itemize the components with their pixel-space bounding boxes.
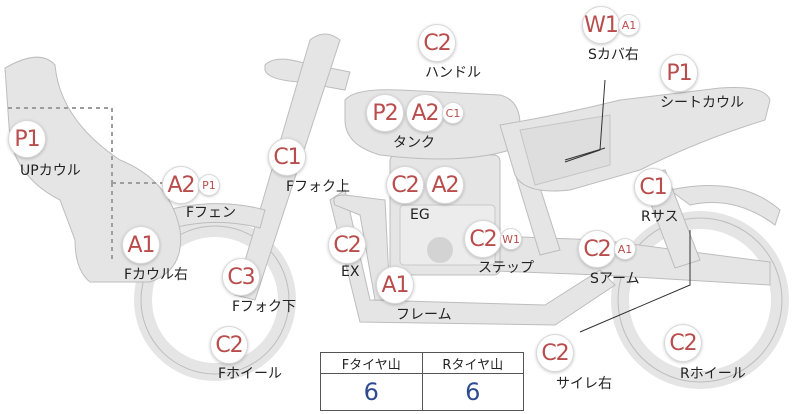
- f-fork-lower-grade: C3: [222, 258, 260, 296]
- tire-tread-table: Fタイヤ山 Rタイヤ山 6 6: [320, 352, 524, 411]
- up-cowl-grade: P1: [8, 120, 46, 158]
- front-wheel-shape: [134, 219, 296, 381]
- up-cowl-label: UPカウル: [20, 163, 81, 179]
- ex-grade: C2: [328, 226, 366, 264]
- step-grade: C2 W1: [464, 220, 522, 258]
- tank-label: タンク: [393, 135, 435, 151]
- handle-label: ハンドル: [425, 65, 481, 81]
- handle-grade: C2: [418, 24, 456, 62]
- frame-grade: A1: [376, 266, 414, 304]
- tank-grade: P2 A2 C1: [366, 94, 464, 132]
- r-wheel-label: Rホイール: [680, 366, 746, 382]
- r-wheel-grade: C2: [664, 324, 702, 362]
- s-arm-label: Sアーム: [590, 271, 640, 287]
- front-cowl-shape: [4, 56, 182, 283]
- silencer-right-label: サイレ右: [556, 376, 612, 392]
- f-fork-upper-label: Fフォク上: [286, 179, 351, 195]
- f-wheel-grade: C2: [210, 326, 248, 364]
- f-cowl-right-grade: A1: [122, 226, 160, 264]
- frame-label: フレーム: [396, 307, 452, 323]
- front-tire-header: Fタイヤ山: [320, 352, 423, 374]
- rear-wheel-shape: [611, 211, 789, 389]
- eg-label: EG: [410, 207, 430, 223]
- ex-label: EX: [341, 264, 360, 280]
- r-sus-grade: C1: [634, 168, 672, 206]
- f-fender-label: Fフェン: [186, 205, 237, 221]
- rear-tire-value: 6: [421, 373, 524, 411]
- r-sus-label: Rサス: [641, 209, 679, 225]
- f-wheel-label: Fホイール: [218, 366, 283, 382]
- f-cowl-right-label: Fカウル右: [124, 267, 189, 283]
- f-fender-grade: A2 P1: [162, 166, 220, 204]
- seat-cowl-grade: P1: [660, 54, 698, 92]
- s-arm-grade: C2 A1: [578, 230, 636, 268]
- eg-grade: C2 A2: [386, 166, 464, 204]
- s-cover-right-label: Sカバ右: [588, 47, 639, 63]
- rear-tire-header: Rタイヤ山: [421, 352, 524, 374]
- step-label: ステップ: [478, 260, 534, 276]
- front-tire-value: 6: [320, 373, 423, 411]
- silencer-right-grade: C2: [536, 334, 574, 372]
- seat-cowl-label: シートカウル: [660, 95, 744, 111]
- f-fork-lower-label: Fフォク下: [232, 299, 297, 315]
- s-cover-right-grade: W1 A1: [582, 6, 640, 44]
- f-fork-upper-grade: C1: [268, 138, 306, 176]
